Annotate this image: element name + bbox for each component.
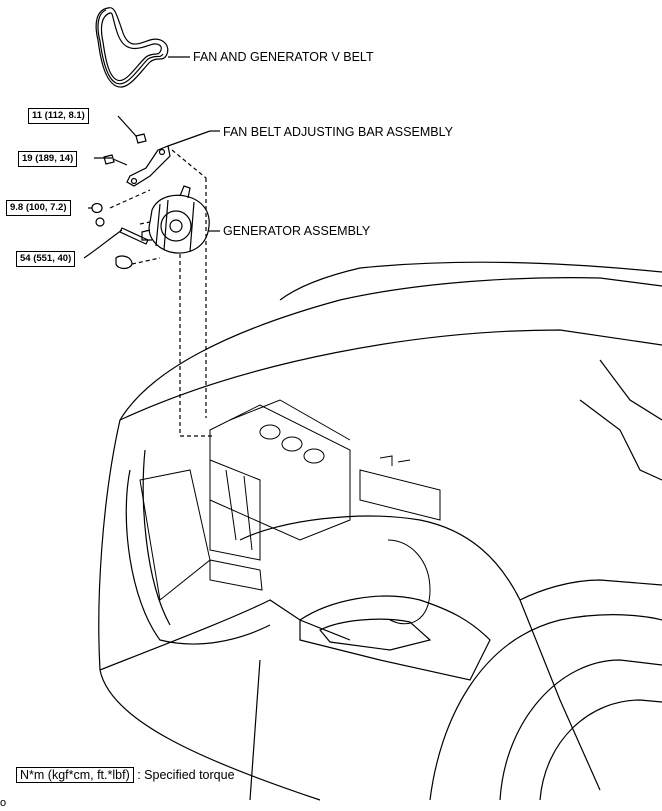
nut-icon bbox=[135, 133, 147, 144]
torque-spec-3: 9.8 (100, 7.2) bbox=[6, 200, 71, 216]
v-belt-icon bbox=[95, 7, 169, 88]
torque-legend: N*m (kgf*cm, ft.*lbf) : Specified torque bbox=[16, 767, 235, 783]
label-generator: GENERATOR ASSEMBLY bbox=[223, 224, 371, 238]
label-v-belt: FAN AND GENERATOR V BELT bbox=[193, 50, 374, 64]
vehicle-icon bbox=[98, 261, 662, 801]
torque-spec-4: 54 (551, 40) bbox=[16, 251, 76, 267]
corner-text: o bbox=[0, 797, 7, 809]
torque-spec-1: 11 (112, 8.1) bbox=[28, 108, 89, 124]
adjusting-bar-icon bbox=[126, 145, 171, 187]
engine-icon bbox=[209, 399, 441, 625]
legend-unit-box: N*m (kgf*cm, ft.*lbf) bbox=[16, 767, 134, 783]
legend-text: : Specified torque bbox=[137, 768, 235, 782]
generator-icon bbox=[141, 185, 210, 254]
bolt-icon bbox=[103, 154, 115, 165]
torque-spec-2: 19 (189, 14) bbox=[18, 151, 78, 167]
label-adjusting-bar: FAN BELT ADJUSTING BAR ASSEMBLY bbox=[223, 125, 453, 139]
